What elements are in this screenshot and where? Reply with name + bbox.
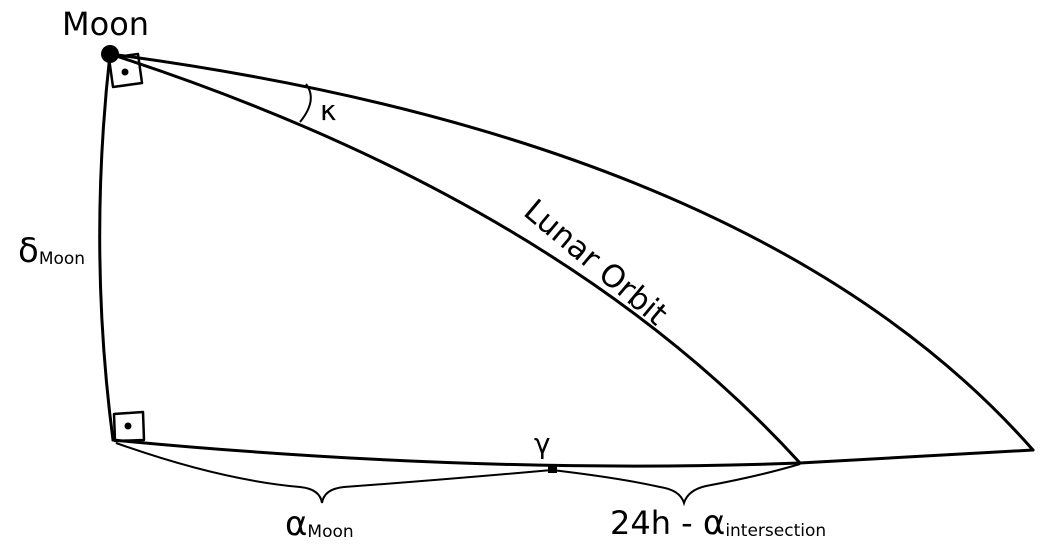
alpha-moon-label: αMoon <box>285 504 354 544</box>
alpha-moon-subscript: Moon <box>307 522 353 542</box>
hours-label: 24h - αintersection <box>610 503 826 543</box>
delta-moon-label: δMoon <box>18 231 85 271</box>
hours-prefix: 24h - <box>610 504 703 542</box>
moon-label: Moon <box>62 5 149 43</box>
hours-alpha: α <box>703 503 725 543</box>
right-angle-marker-top <box>107 52 144 89</box>
declination-arc <box>98 52 115 442</box>
equator-line <box>111 438 1035 468</box>
hours-brace <box>551 463 801 507</box>
gamma-point <box>548 464 557 473</box>
delta-subscript: Moon <box>39 249 85 269</box>
kappa-angle-arc <box>299 83 312 123</box>
right-angle-marker-bottom <box>112 410 146 443</box>
gamma-label: γ <box>534 427 551 460</box>
hours-subscript: intersection <box>725 521 826 541</box>
lunar-orbit-label: Lunar Orbit <box>517 193 674 333</box>
alpha-moon-brace <box>115 442 553 504</box>
moon-point <box>101 45 119 63</box>
lunar-orbit-arc <box>108 52 802 465</box>
kappa-label: κ <box>320 94 337 127</box>
alpha-moon-symbol: α <box>285 504 307 544</box>
delta-symbol: δ <box>18 231 39 271</box>
outer-arc <box>108 52 1035 452</box>
